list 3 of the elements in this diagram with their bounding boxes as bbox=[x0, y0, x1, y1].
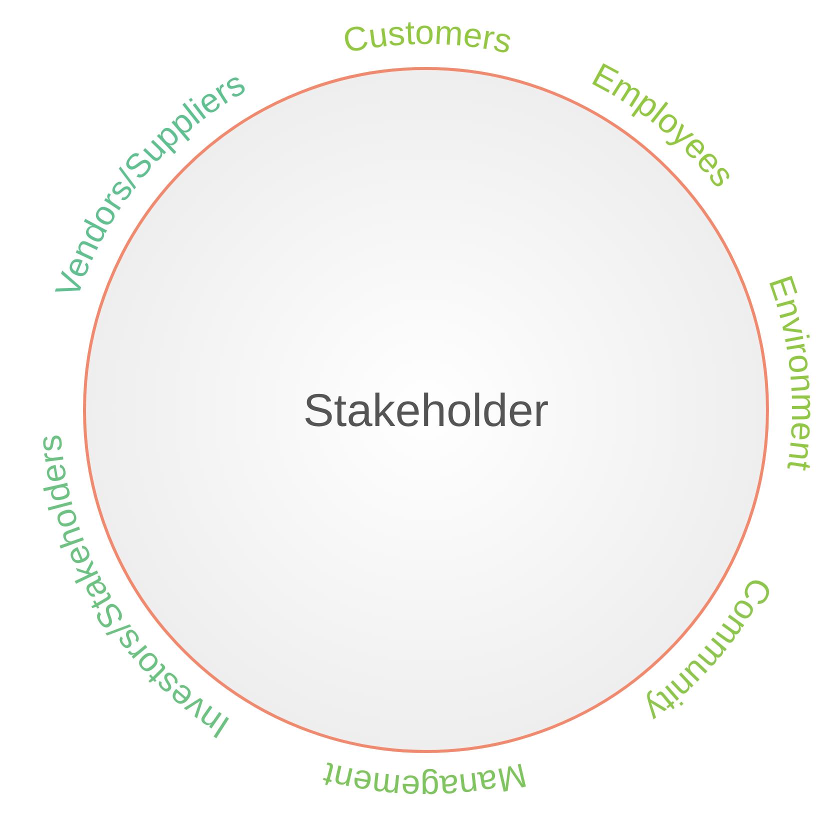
rim-label: Management bbox=[319, 754, 530, 806]
center-title: Stakeholder bbox=[303, 383, 549, 437]
rim-label: Customers bbox=[340, 14, 515, 62]
